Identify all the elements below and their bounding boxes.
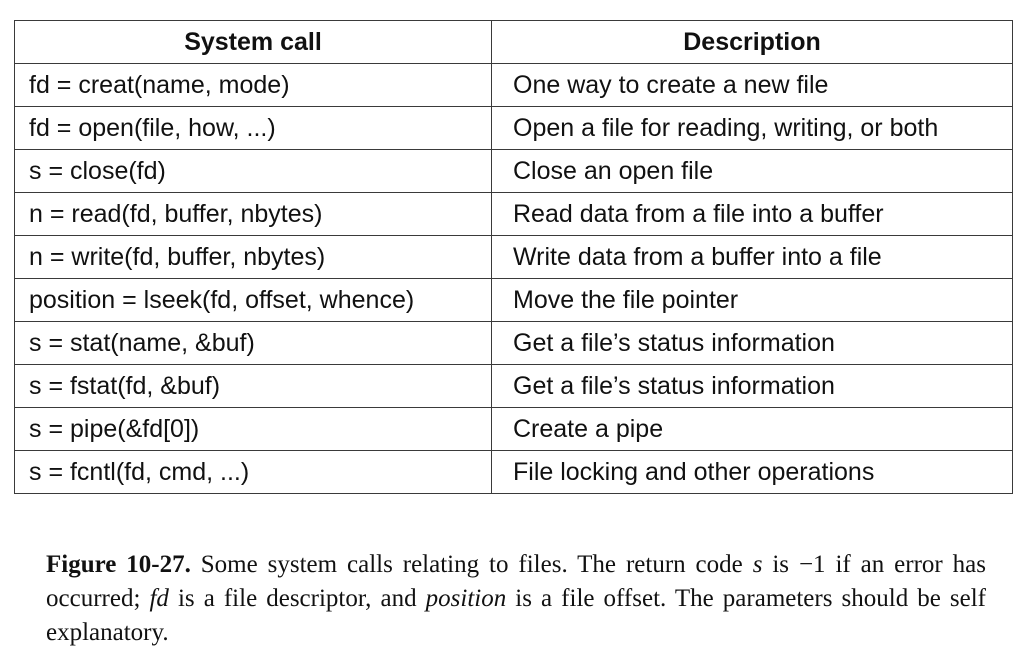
system-call-cell: n = write(fd, buffer, nbytes) [14,235,492,279]
table-row: position = lseek(fd, offset, whence) Mov… [14,278,1013,322]
description-cell: Move the file pointer [491,278,1013,322]
system-call-cell: fd = open(file, how, ...) [14,106,492,150]
description-cell: Close an open file [491,149,1013,193]
figure-caption: Figure 10-27. Some system calls relating… [46,548,986,650]
description-cell: One way to create a new file [491,63,1013,107]
description-cell: Write data from a buffer into a file [491,235,1013,279]
table-row: n = write(fd, buffer, nbytes) Write data… [14,235,1013,279]
caption-text: is −1 if an error has occurred; [46,551,986,612]
caption-var-position: position [425,585,507,612]
system-call-cell: s = close(fd) [14,149,492,193]
description-cell: Read data from a file into a buffer [491,192,1013,236]
system-call-cell: s = stat(name, &buf) [14,321,492,365]
system-call-cell: fd = creat(name, mode) [14,63,492,107]
table-row: fd = open(file, how, ...) Open a file fo… [14,106,1013,150]
header-system-call: System call [14,20,492,64]
caption-var-fd: fd [149,585,169,612]
table-row: n = read(fd, buffer, nbytes) Read data f… [14,192,1013,236]
caption-text: Some system calls relating to files. The… [190,551,753,578]
system-call-cell: s = fcntl(fd, cmd, ...) [14,450,492,494]
table-row: fd = creat(name, mode) One way to create… [14,63,1013,107]
system-call-cell: s = fstat(fd, &buf) [14,364,492,408]
system-call-cell: position = lseek(fd, offset, whence) [14,278,492,322]
description-cell: File locking and other operations [491,450,1013,494]
figure-label: Figure 10-27. [46,551,191,578]
description-cell: Open a file for reading, writing, or bot… [491,106,1013,150]
system-calls-table: System call Description fd = creat(name,… [14,20,1013,494]
caption-var-s: s [752,551,763,578]
table-row: s = pipe(&fd[0]) Create a pipe [14,407,1013,451]
system-call-cell: s = pipe(&fd[0]) [14,407,492,451]
description-cell: Get a file’s status information [491,321,1013,365]
table-header-row: System call Description [14,20,1013,64]
table-row: s = close(fd) Close an open file [14,149,1013,193]
table-row: s = stat(name, &buf) Get a file’s status… [14,321,1013,365]
caption-text: is a file descriptor, and [168,585,426,612]
description-cell: Create a pipe [491,407,1013,451]
table-row: s = fstat(fd, &buf) Get a file’s status … [14,364,1013,408]
table-row: s = fcntl(fd, cmd, ...) File locking and… [14,450,1013,494]
header-description: Description [491,20,1013,64]
description-cell: Get a file’s status information [491,364,1013,408]
system-call-cell: n = read(fd, buffer, nbytes) [14,192,492,236]
system-calls-table-container: System call Description fd = creat(name,… [14,20,1013,494]
